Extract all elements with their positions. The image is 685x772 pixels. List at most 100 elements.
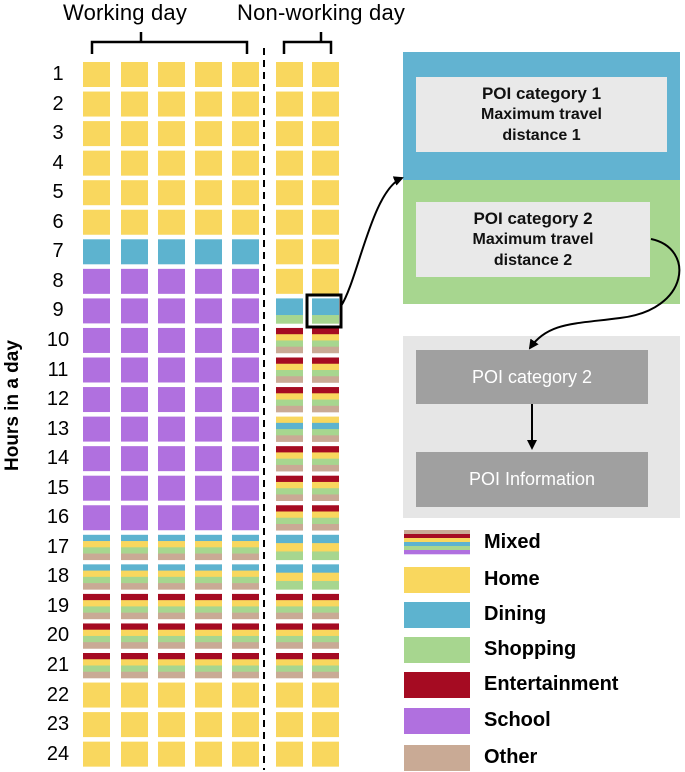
cell-working-3-9: [158, 298, 185, 324]
cell-working-1-2: [83, 91, 110, 117]
cell-working-4-24: [195, 741, 222, 767]
cell-non-working-1-5: [276, 180, 303, 206]
cell-non-working-1-15: [276, 475, 303, 501]
cell-working-3-8: [158, 268, 185, 294]
schedule-cells: [83, 62, 339, 767]
cell-working-5-19: [232, 593, 259, 620]
cell-non-working-1-1: [276, 62, 303, 87]
legend-label-other: Other: [484, 746, 538, 768]
cell-working-5-9: [232, 298, 259, 324]
cell-working-5-15: [232, 475, 259, 501]
cell-working-1-20: [83, 623, 110, 649]
cell-working-5-11: [232, 357, 259, 383]
cell-non-working-2-13: [312, 416, 339, 442]
cell-working-2-19: [121, 593, 148, 620]
cell-working-2-20: [121, 623, 148, 649]
cell-non-working-2-21: [312, 653, 339, 679]
cell-non-working-1-2: [276, 91, 303, 117]
legend-swatch-school: [404, 708, 470, 734]
poi-box-2-distance-line2: distance 2: [493, 252, 573, 269]
non-working-day-header: Non-working day: [237, 0, 406, 25]
hour-label-2: 2: [52, 92, 64, 115]
legend-label-school: School: [484, 709, 551, 731]
working-day-bracket: [90, 40, 249, 54]
cell-working-1-17: [83, 534, 110, 561]
cell-non-working-2-12: [312, 387, 339, 413]
cell-working-4-1: [195, 62, 222, 87]
cell-working-1-22: [83, 682, 110, 708]
cell-working-4-16: [195, 505, 222, 531]
cell-working-2-13: [121, 416, 148, 442]
hour-label-7: 7: [52, 240, 64, 263]
hour-label-22: 22: [46, 683, 70, 706]
cell-working-2-2: [121, 91, 148, 117]
cell-working-5-5: [232, 180, 259, 206]
cell-working-2-7: [121, 239, 148, 265]
cell-non-working-1-10: [276, 327, 303, 354]
cell-working-4-7: [195, 239, 222, 265]
hour-label-20: 20: [46, 624, 70, 647]
cell-working-1-5: [83, 180, 110, 206]
cell-non-working-2-4: [312, 150, 339, 176]
cell-working-3-20: [158, 623, 185, 649]
cell-working-5-14: [232, 446, 259, 472]
cell-non-working-1-3: [276, 121, 303, 147]
cell-working-4-22: [195, 682, 222, 708]
legend-label-shopping: Shopping: [484, 638, 577, 660]
cell-working-3-21: [158, 653, 185, 679]
arrow-to-poi-box: [340, 176, 404, 307]
hour-label-23: 23: [46, 713, 70, 736]
cell-working-5-16: [232, 505, 259, 531]
cell-working-3-10: [158, 327, 185, 353]
cell-working-3-24: [158, 741, 185, 767]
cell-working-4-14: [195, 446, 222, 472]
hour-label-14: 14: [46, 447, 70, 470]
cell-working-1-23: [83, 712, 110, 738]
cell-working-3-7: [158, 239, 185, 265]
cell-working-5-10: [232, 327, 259, 353]
cell-non-working-2-14: [312, 446, 339, 472]
cell-non-working-2-2: [312, 91, 339, 117]
non-working-day-bracket: [282, 40, 333, 54]
cell-working-1-6: [83, 209, 110, 235]
hour-label-17: 17: [46, 535, 70, 558]
cell-non-working-1-20: [276, 623, 303, 649]
working-day-header: Working day: [63, 0, 188, 25]
cell-non-working-2-3: [312, 121, 339, 147]
cell-working-3-2: [158, 91, 185, 117]
cell-non-working-1-11: [276, 357, 303, 383]
arrow-to-lookup: [528, 238, 681, 350]
cell-working-3-23: [158, 712, 185, 738]
cell-non-working-2-16: [312, 505, 339, 531]
cell-working-4-13: [195, 416, 222, 442]
cell-non-working-1-9: [276, 298, 303, 324]
poi-box-2-category: POI category 2: [473, 209, 593, 228]
cell-working-5-12: [232, 387, 259, 413]
cell-non-working-1-21: [276, 653, 303, 679]
hour-label-21: 21: [46, 654, 70, 676]
cell-working-4-10: [195, 327, 222, 353]
cell-working-4-20: [195, 623, 222, 649]
cell-working-4-23: [195, 712, 222, 738]
cell-working-2-23: [121, 712, 148, 738]
cell-working-5-2: [232, 91, 259, 117]
cell-working-2-5: [121, 180, 148, 206]
cell-working-1-3: [83, 121, 110, 147]
cell-working-5-1: [232, 62, 259, 87]
cell-non-working-2-22: [312, 682, 339, 708]
cell-non-working-1-13: [276, 416, 303, 442]
hour-label-13: 13: [46, 417, 70, 440]
cell-working-3-6: [158, 209, 185, 235]
cell-working-2-11: [121, 357, 148, 383]
cell-working-2-12: [121, 387, 148, 413]
cell-working-3-17: [158, 534, 185, 561]
cell-working-2-17: [121, 534, 148, 561]
legend-swatch-home: [404, 567, 470, 593]
cell-non-working-1-8: [276, 268, 303, 294]
cell-working-4-15: [195, 475, 222, 501]
hour-label-10: 10: [46, 328, 70, 351]
cell-working-5-17: [232, 534, 259, 561]
legend-label-home: Home: [484, 568, 540, 590]
hour-label-19: 19: [46, 594, 70, 617]
cell-non-working-1-24: [276, 741, 303, 767]
